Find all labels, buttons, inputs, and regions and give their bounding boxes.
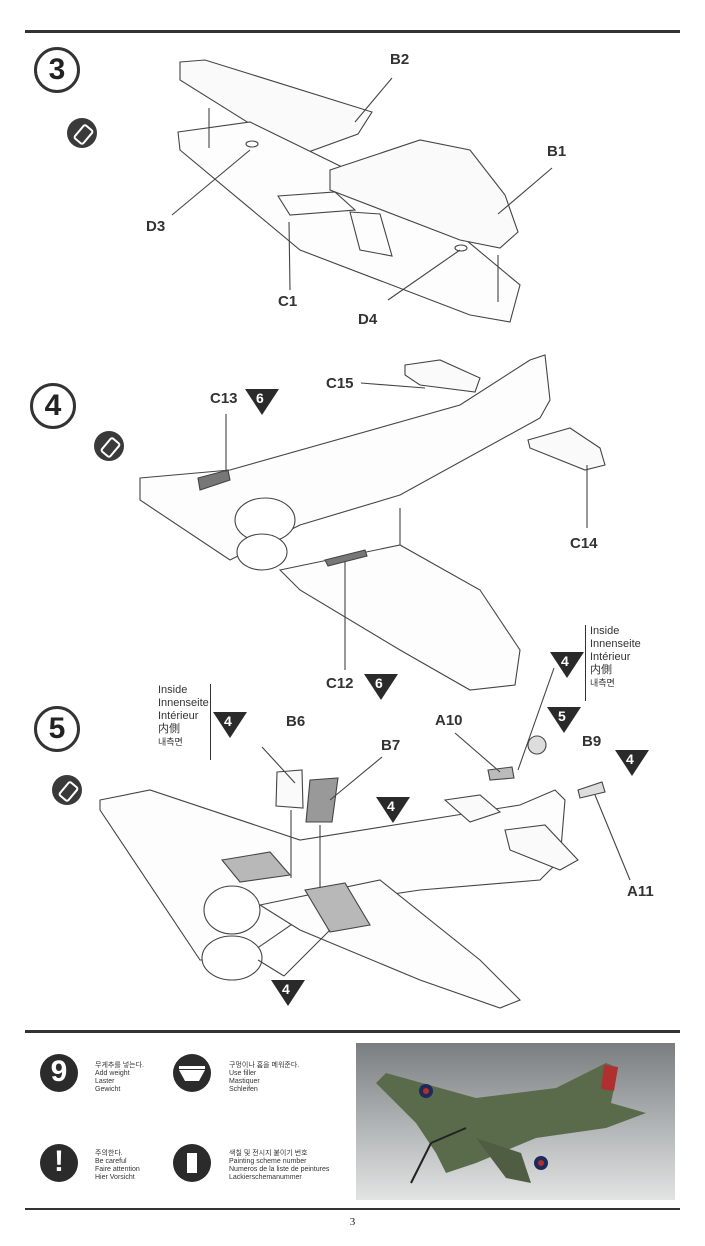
- part-label-a10: A10: [435, 712, 463, 729]
- inside-note-right: Inside Innenseite Intérieur 内側 내측면: [585, 625, 641, 701]
- part-label-b9: B9: [582, 733, 602, 750]
- legend-line: 구멍이나 홈을 메워준다.: [229, 1062, 300, 1069]
- legend-line: Add weight: [95, 1070, 130, 1077]
- step-number-3: 3: [34, 47, 80, 93]
- inside-line: 内側: [590, 664, 612, 676]
- step-3-wing-diagram: [171, 59, 553, 323]
- legend-top-rule: [25, 1030, 680, 1033]
- color-code-triangle: 4: [271, 980, 305, 1006]
- glue-icon: [52, 775, 82, 805]
- part-label-c12: C12: [326, 675, 354, 692]
- inside-note-left: Inside Innenseite Intérieur 内側 내측면: [158, 684, 211, 760]
- legend-line: Laster: [95, 1078, 115, 1085]
- page-number: 3: [349, 1216, 356, 1228]
- inside-line: Innenseite: [158, 697, 209, 709]
- color-code-value: 4: [626, 751, 634, 767]
- color-code-triangle: 4: [550, 652, 584, 678]
- legend-line: 색칠 및 전시지 붙이기 번호: [229, 1150, 308, 1157]
- paint-symbol: [187, 1153, 197, 1173]
- legend-use-filler: 구멍이나 홈을 메워준다. Use filler Mastiquer Schle…: [229, 1062, 299, 1094]
- inside-line: Innenseite: [590, 638, 641, 650]
- color-code-value: 4: [224, 713, 232, 729]
- color-code-triangle: 4: [376, 797, 410, 823]
- step-number-4: 4: [30, 383, 76, 429]
- part-label-c13: C13: [210, 390, 238, 407]
- color-code-triangle: 6: [364, 674, 398, 700]
- color-code-value: 4: [387, 798, 395, 814]
- inside-line: Inside: [158, 684, 188, 696]
- part-label-b6: B6: [286, 713, 306, 730]
- part-label-c15: C15: [326, 375, 354, 392]
- inside-line: 내측면: [158, 737, 183, 747]
- legend-be-careful: 주의한다. Be careful Faire attention Hier Vo…: [95, 1150, 140, 1182]
- part-label-b7: B7: [381, 737, 401, 754]
- part-label-a11: A11: [627, 883, 654, 900]
- legend-paint-scheme: 색칠 및 전시지 붙이기 번호 Painting scheme number N…: [229, 1150, 329, 1182]
- filler-symbol: [179, 1066, 205, 1081]
- color-code-value: 4: [282, 981, 290, 997]
- legend-add-weight: 무게추를 넣는다. Add weight Laster Gewicht: [95, 1062, 144, 1094]
- legend-line: Faire attention: [95, 1166, 140, 1173]
- aircraft-photo-illustration: [376, 1063, 646, 1184]
- paint-scheme-icon: [173, 1144, 211, 1182]
- legend-line: 주의한다.: [95, 1150, 123, 1157]
- model-photo: [356, 1043, 675, 1200]
- inside-line: Intérieur: [158, 710, 199, 722]
- part-label-b1: B1: [547, 143, 567, 160]
- top-rule: [25, 30, 680, 33]
- legend-line: Be careful: [95, 1158, 127, 1165]
- glue-icon: [94, 431, 124, 461]
- part-label-c1: C1: [278, 293, 298, 310]
- caution-icon: !: [40, 1144, 78, 1182]
- color-code-triangle: 5: [547, 707, 581, 733]
- glue-icon: [67, 118, 97, 148]
- step-4-fuselage-diagram: [139, 354, 606, 691]
- legend-line: Hier Vorsicht: [95, 1174, 135, 1181]
- legend-line: Use filler: [229, 1070, 257, 1077]
- part-label-d3: D3: [146, 218, 166, 235]
- part-label-b2: B2: [390, 51, 410, 68]
- color-code-value: 6: [375, 675, 383, 691]
- step-5-aircraft-diagram: [99, 667, 631, 1009]
- part-label-c14: C14: [570, 535, 598, 552]
- legend-line: 무게추를 넣는다.: [95, 1062, 144, 1069]
- legend-line: Painting scheme number: [229, 1158, 307, 1165]
- legend-line: Numeros de la liste de peintures: [229, 1166, 330, 1173]
- legend-line: Schleifen: [229, 1086, 258, 1093]
- color-code-triangle: 4: [213, 712, 247, 738]
- bottom-rule: [25, 1208, 680, 1210]
- legend-line: Lackierschemanummer: [229, 1174, 302, 1181]
- part-label-d4: D4: [358, 311, 378, 328]
- color-code-value: 4: [561, 653, 569, 669]
- inside-line: 내측면: [590, 678, 615, 688]
- inside-line: 内側: [158, 723, 180, 735]
- inside-line: Intérieur: [590, 651, 631, 663]
- legend-line: Gewicht: [95, 1086, 121, 1093]
- color-code-triangle: 4: [615, 750, 649, 776]
- inside-line: Inside: [590, 625, 620, 637]
- color-code-triangle: 6: [245, 389, 279, 415]
- color-code-value: 5: [558, 708, 566, 724]
- use-filler-icon: [173, 1054, 211, 1092]
- step-number-5: 5: [34, 706, 80, 752]
- legend-line: Mastiquer: [229, 1078, 260, 1085]
- color-code-value: 6: [256, 390, 264, 406]
- add-weight-icon: 9: [40, 1054, 78, 1092]
